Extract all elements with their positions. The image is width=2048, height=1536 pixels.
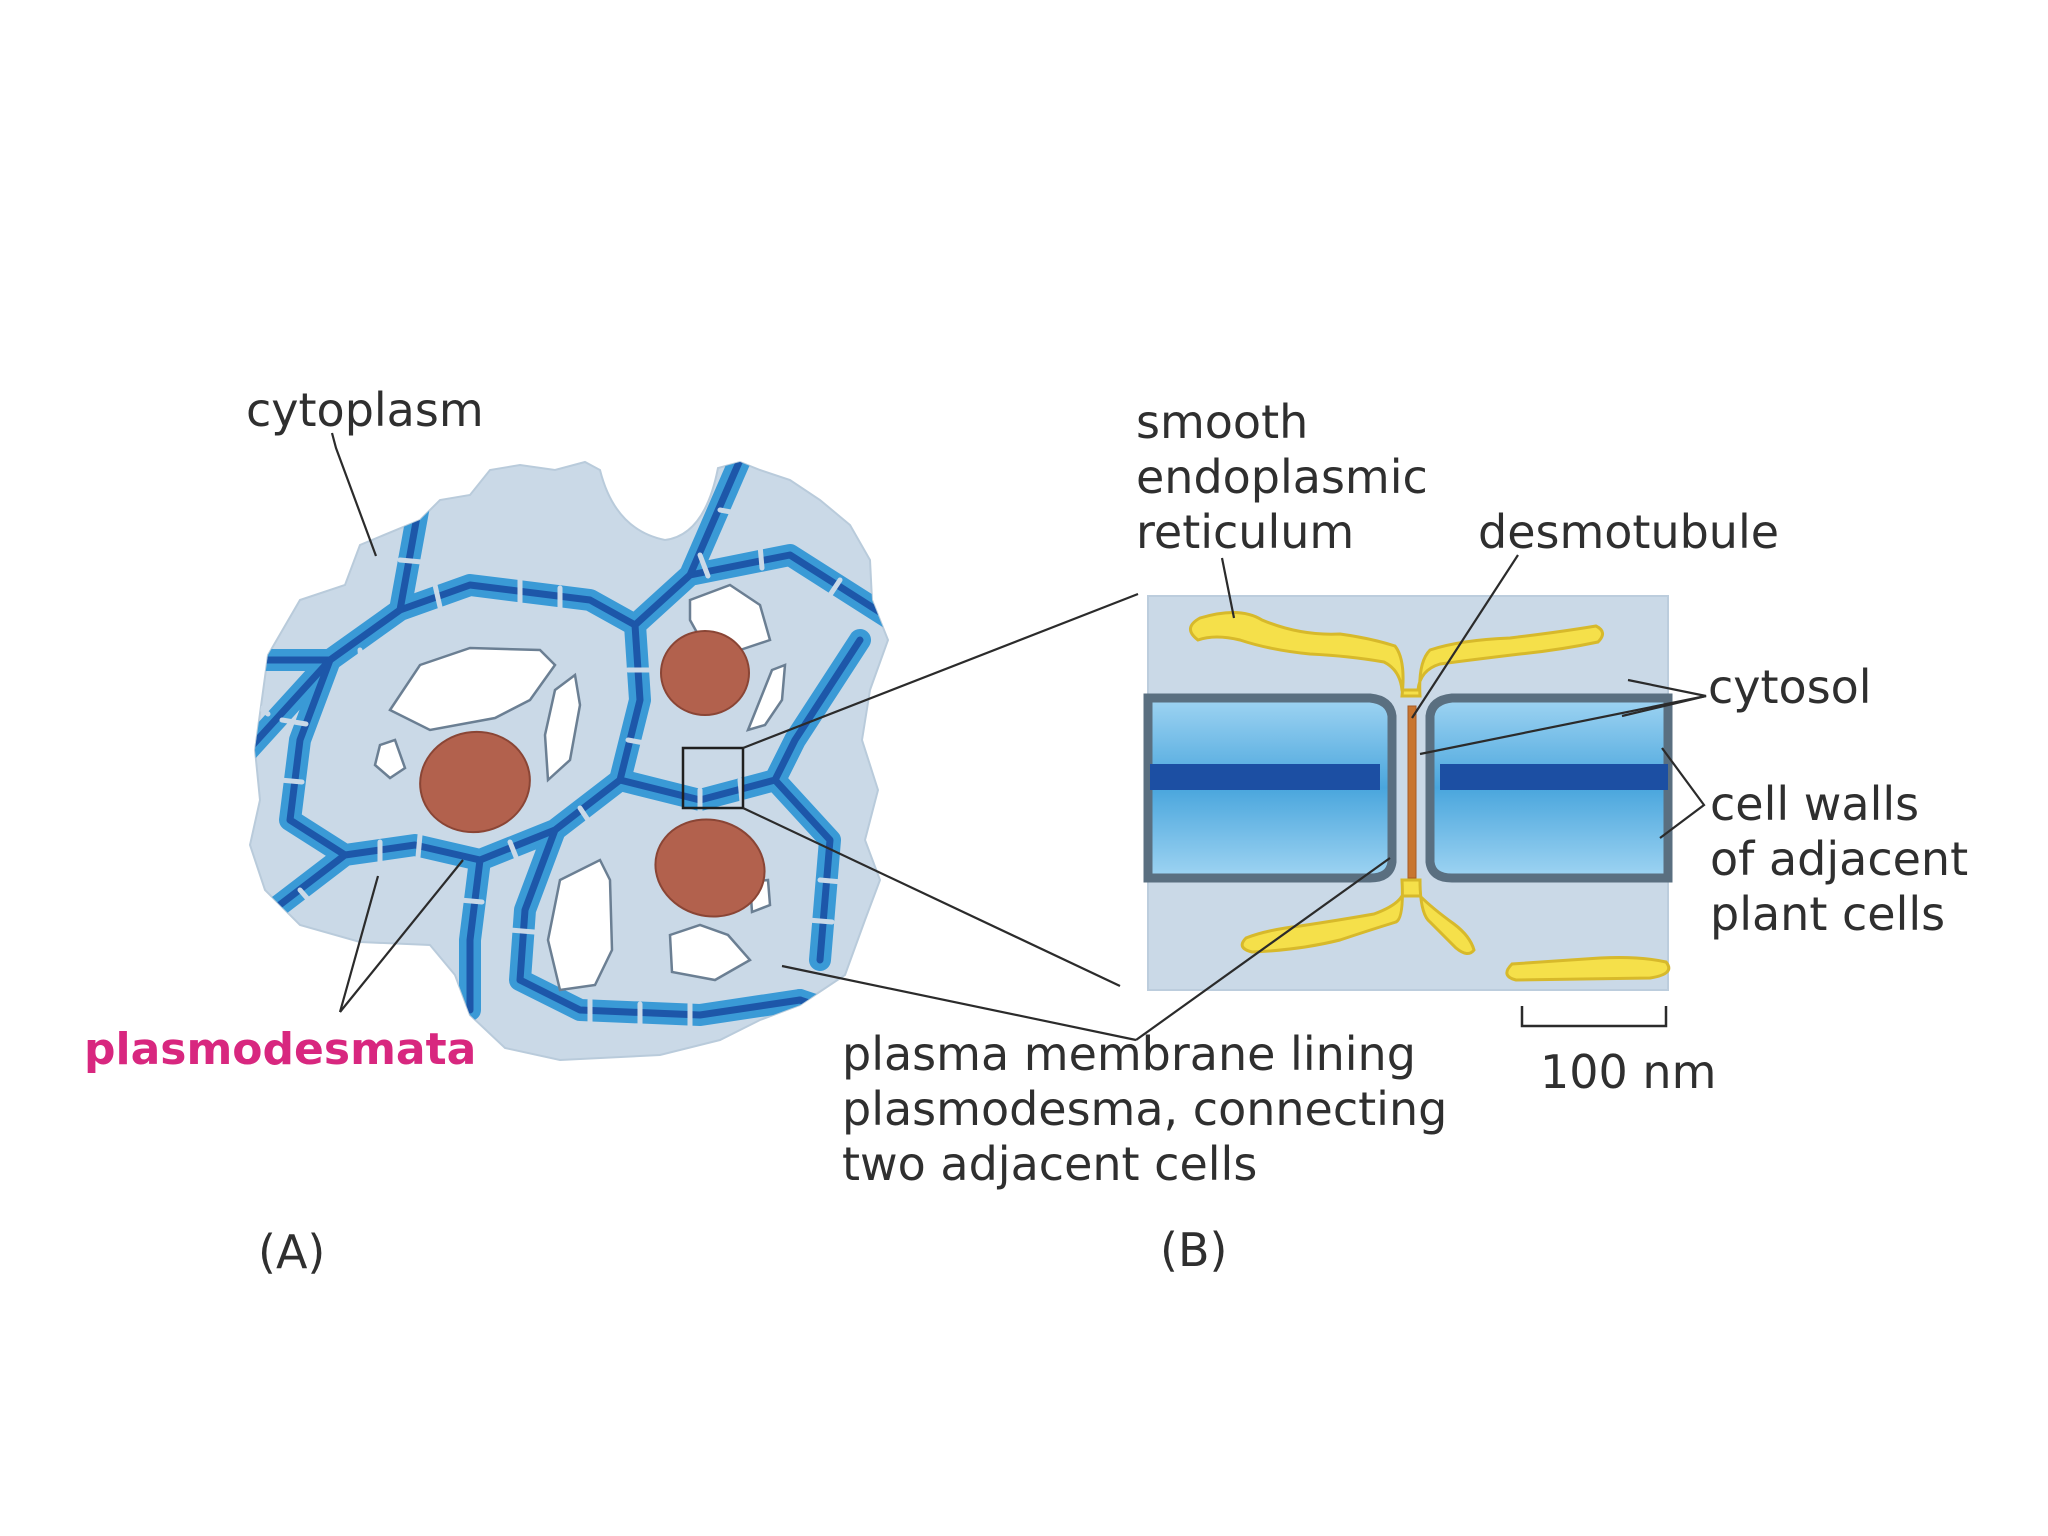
label-membrane-line2: plasmodesma, connecting [842, 1082, 1447, 1136]
leader-plasmodesmata-2 [339, 859, 464, 1013]
label-ser-line2: endoplasmic [1136, 450, 1428, 504]
leader-plasmodesmata [338, 875, 380, 1013]
leader-membrane-b [1135, 857, 1391, 1041]
leader-ser [1220, 557, 1236, 619]
desmotubule [1407, 705, 1417, 879]
label-membrane-line1: plasma membrane lining [842, 1027, 1416, 1081]
smooth-er-top [1189, 610, 1604, 698]
label-cytoplasm: cytoplasm [246, 383, 484, 437]
label-plasmodesmata: plasmodesmata [84, 1024, 476, 1075]
label-walls-line3: plant cells [1710, 887, 1945, 941]
label-desmotubule: desmotubule [1478, 505, 1779, 559]
middle-lamella-left [1150, 764, 1380, 790]
leader-membrane-c [781, 964, 1137, 1042]
label-ser-line3: reticulum [1136, 505, 1354, 559]
label-membrane-line3: two adjacent cells [842, 1137, 1257, 1191]
leader-cytoplasm [330, 432, 378, 557]
smooth-er-bottom [1240, 878, 1476, 955]
label-walls-line1: cell walls [1710, 777, 1919, 831]
panel-b-label: (B) [1160, 1223, 1227, 1277]
leader-membrane-a [1419, 694, 1707, 756]
zoom-lines [742, 592, 1139, 987]
label-scale: 100 nm [1540, 1045, 1716, 1099]
smooth-er-bottom-right [1505, 956, 1671, 982]
scale-bar [1520, 1006, 1668, 1028]
nucleus [654, 818, 766, 918]
nuclei [419, 630, 766, 918]
middle-lamella-right [1440, 764, 1668, 790]
leader-desmotubule [1411, 554, 1519, 719]
nucleus [660, 630, 750, 716]
label-cytosol: cytosol [1708, 660, 1872, 714]
nucleus [419, 730, 531, 834]
zoom-box [681, 746, 745, 810]
panel-a-label: (A) [258, 1225, 325, 1279]
panel-b-diagram [1143, 595, 1673, 1028]
label-walls-line2: of adjacent [1710, 832, 1968, 886]
label-ser-line1: smooth [1136, 395, 1308, 449]
leader-walls [1659, 747, 1706, 839]
